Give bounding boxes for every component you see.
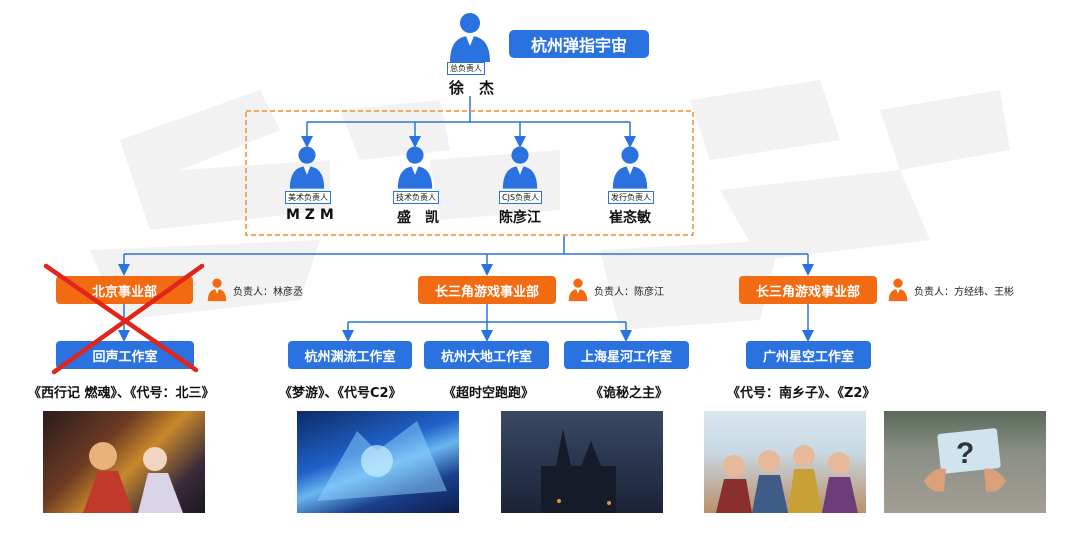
division-box: 长三角游戏事业部 [739,276,877,304]
division-lead: 负责人：陈彦江 [566,278,664,302]
studio-games: 《代号：南乡子》、《Z2》 [727,386,876,401]
person-icon [502,146,538,189]
sub-lead-name: 陈彦江 [499,210,541,226]
studio-box: 广州星空工作室 [746,341,871,369]
sub-lead-role-tag: 美术负责人 [285,191,331,204]
sub-lead-role-tag: CJS负责人 [499,191,543,204]
studio-games: 《超时空跑跑》 [443,386,535,401]
studio-box: 杭州大地工作室 [424,341,549,369]
lead-names: 林彦丞 [273,286,303,298]
person-icon [289,146,325,189]
sub-lead-role-tag: 发行负责人 [608,191,654,204]
mystery-card-photo: ? [884,411,1046,513]
game-artwork-梦游 [297,411,459,513]
game-artwork-诡秘之主 [501,411,663,513]
studio-box: 杭州渊流工作室 [288,341,412,369]
division-box: 长三角游戏事业部 [418,276,556,304]
studio-games: 《梦游》、《代号C2》 [279,386,402,401]
sub-lead-role-tag: 技术负责人 [393,191,439,204]
lead-names: 陈彦江 [634,286,664,298]
division-lead: 负责人：方经纬、王彬 [886,278,1014,302]
question-mark-icon: ? [956,437,974,470]
sub-lead-name: 盛 凯 [397,210,439,226]
game-artwork-西行记燃魂 [43,411,205,513]
lead-label: 负责人： [594,286,634,298]
company-name-box: 杭州弹指宇宙 [509,30,649,58]
sub-lead-name: M Z M [286,207,334,223]
person-icon [568,278,588,302]
person-icon [397,146,433,189]
studio-box: 上海星河工作室 [564,341,689,369]
head-name: 徐 杰 [449,79,495,97]
sub-lead-name: 崔忞敏 [609,210,651,226]
person-icon [888,278,908,302]
head-role-tag: 总负责人 [447,62,485,75]
game-artwork-代号南乡子 [704,411,866,513]
lead-names: 方经纬、王彬 [954,286,1014,298]
lead-label: 负责人： [914,286,954,298]
person-icon [450,13,490,62]
studio-games: 《西行记 燃魂》、《代号：北三》 [28,386,215,401]
division-lead: 负责人：林彦丞 [205,278,303,302]
lead-label: 负责人： [233,286,273,298]
person-icon [612,146,648,189]
studio-games: 《诡秘之主》 [590,386,669,401]
person-icon [207,278,227,302]
